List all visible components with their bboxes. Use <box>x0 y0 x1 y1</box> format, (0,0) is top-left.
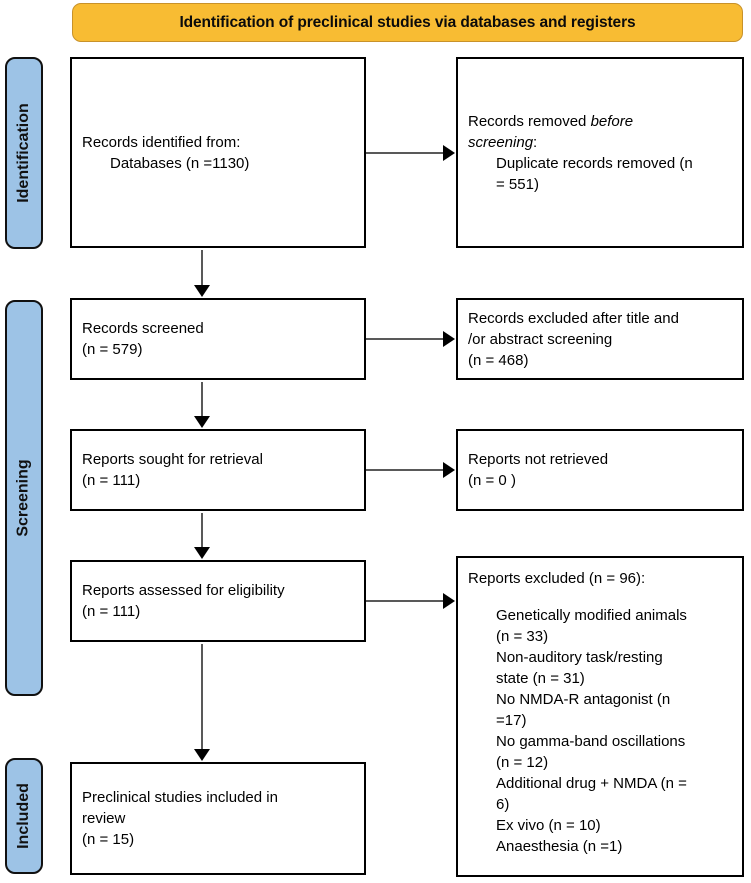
reports-excluded-reason-line: (n = 33) <box>496 628 549 645</box>
reports-excluded-reason-line: Ex vivo (n = 10) <box>496 817 601 834</box>
stage-tab-included: Included <box>5 758 43 874</box>
box-records-identified: Records identified from: Databases (n =1… <box>70 57 366 248</box>
box-records-removed: Records removed before screening: Duplic… <box>456 57 744 248</box>
records-excluded-line3: (n = 468) <box>468 351 529 369</box>
reports-sought-line2: (n = 111) <box>82 472 141 489</box>
stage-tab-identification-label: Identification <box>15 103 32 203</box>
stage-tab-screening-label: Screening <box>15 459 33 537</box>
connector-assessed-to-included <box>201 644 203 750</box>
reports-excluded-reason-line: Anaesthesia (n =1) <box>496 838 623 855</box>
records-removed-line2: screening: <box>468 132 732 153</box>
reports-excluded-reason-line: Genetically modified animals <box>496 607 687 624</box>
arrowhead-right-icon <box>443 145 455 161</box>
box-reports-sought: Reports sought for retrieval (n = 111) <box>70 429 366 511</box>
reports-not-retrieved-line2: (n = 0 ) <box>468 472 516 489</box>
reports-excluded-reason-line: No NMDA-R antagonist (n <box>496 691 671 708</box>
records-screened-line1: Records screened <box>82 320 204 337</box>
records-identified-line2: Databases (n =1130) <box>110 154 250 172</box>
reports-excluded-reason-line: state (n = 31) <box>496 670 585 687</box>
connector-identified-to-screened <box>201 250 203 286</box>
records-removed-line3: Duplicate records removed (n <box>496 154 693 172</box>
reports-excluded-reason-line: Additional drug + NMDA (n = <box>496 775 687 792</box>
records-excluded-line2: /or abstract screening <box>468 330 613 348</box>
arrowhead-down-icon <box>194 416 210 428</box>
arrowhead-down-icon <box>194 547 210 559</box>
studies-included-line2: review <box>82 810 126 827</box>
records-removed-line1-em: before <box>590 112 634 130</box>
reports-not-retrieved-line1: Reports not retrieved <box>468 451 609 468</box>
stage-tab-screening: Screening <box>5 300 43 696</box>
box-studies-included: Preclinical studies included in review (… <box>70 762 366 875</box>
arrowhead-right-icon <box>443 593 455 609</box>
box-reports-assessed: Reports assessed for eligibility (n = 11… <box>70 560 366 642</box>
box-reports-not-retrieved: Reports not retrieved (n = 0 ) <box>456 429 744 511</box>
arrowhead-down-icon <box>194 285 210 297</box>
records-removed-line1: Records removed before <box>468 111 732 132</box>
reports-excluded-reason-list: Genetically modified animals (n = 33) Non-… <box>468 605 732 857</box>
reports-excluded-reason-line: No gamma-band oscillations <box>496 733 686 750</box>
records-removed-line1-pre: Records removed <box>468 112 591 130</box>
box-reports-excluded: Reports excluded (n = 96): Genetically m… <box>456 556 744 877</box>
stage-tab-included-label: Included <box>15 783 32 849</box>
connector-screened-to-excluded <box>366 338 444 340</box>
connector-sought-to-assessed <box>201 513 203 548</box>
reports-assessed-line1: Reports assessed for eligibility <box>82 582 285 599</box>
stage-tab-identification: Identification <box>5 57 43 249</box>
records-excluded-line1: Records excluded after title and <box>468 309 679 327</box>
connector-screened-to-sought <box>201 382 203 417</box>
records-removed-line4: = 551) <box>496 175 539 193</box>
records-screened-line2: (n = 579) <box>82 341 143 358</box>
box-records-excluded-screening: Records excluded after title and /or abs… <box>456 298 744 380</box>
reports-excluded-reason-line: (n = 12) <box>496 754 549 771</box>
studies-included-line3: (n = 15) <box>82 831 135 848</box>
records-removed-line2-post: : <box>533 133 538 151</box>
connector-identified-to-removed <box>366 152 444 154</box>
connector-sought-to-not-retrieved <box>366 469 444 471</box>
reports-excluded-spacer <box>468 589 732 605</box>
reports-excluded-heading: Reports excluded (n = 96): <box>468 570 646 587</box>
reports-excluded-reason-line: 6) <box>496 796 510 813</box>
connector-assessed-to-excluded-list <box>366 600 444 602</box>
reports-excluded-reason-line: Non-auditory task/resting <box>496 649 663 666</box>
records-identified-line1: Records identified from: <box>82 133 241 151</box>
banner-title: Identification of preclinical studies vi… <box>179 13 636 31</box>
reports-assessed-line2: (n = 111) <box>82 603 141 620</box>
arrowhead-right-icon <box>443 331 455 347</box>
arrowhead-down-icon <box>194 749 210 761</box>
records-removed-line2-em: screening <box>468 133 534 151</box>
identification-banner: Identification of preclinical studies vi… <box>72 3 743 42</box>
reports-sought-line1: Reports sought for retrieval <box>82 451 263 468</box>
box-records-screened: Records screened (n = 579) <box>70 298 366 380</box>
studies-included-line1: Preclinical studies included in <box>82 789 278 806</box>
arrowhead-right-icon <box>443 462 455 478</box>
reports-excluded-reason-line: =17) <box>496 712 527 729</box>
